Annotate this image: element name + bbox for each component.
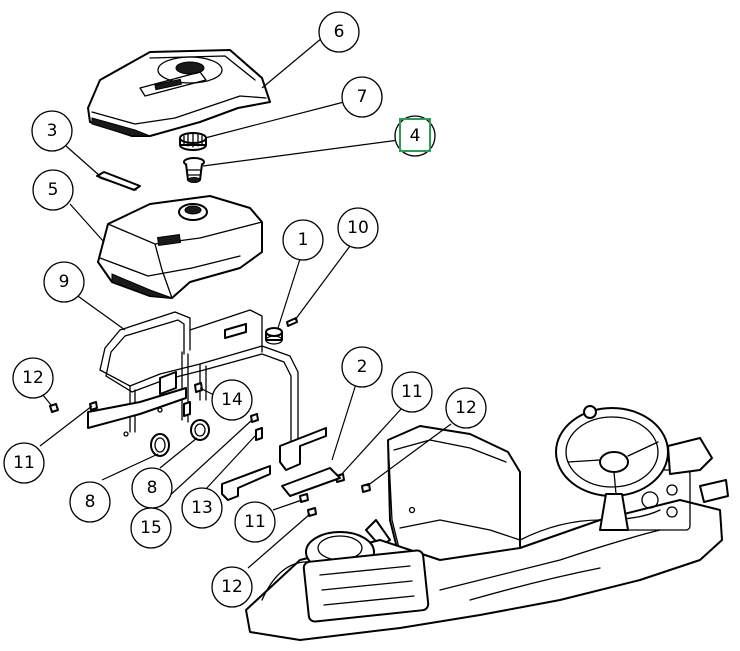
callout-8-left-label: 8 xyxy=(85,492,96,512)
callout-12-left: 12 xyxy=(12,357,54,399)
callout-11-bottom: 11 xyxy=(234,501,276,543)
callout-9-label: 9 xyxy=(59,272,70,292)
part-fuel-tank xyxy=(97,195,263,299)
callout-5-label: 5 xyxy=(48,180,59,200)
callout-8-right-label: 8 xyxy=(147,478,158,498)
part-o-ring-right xyxy=(190,419,210,441)
callout-2-label: 2 xyxy=(357,357,368,377)
callout-4-label: 4 xyxy=(410,126,421,146)
part-steering-wheel xyxy=(555,405,669,531)
callout-11-right-label: 11 xyxy=(401,382,423,402)
callout-13-label: 13 xyxy=(191,498,213,518)
callout-11-left-label: 11 xyxy=(13,453,35,473)
leader-lines xyxy=(39,37,452,569)
callout-15: 15 xyxy=(130,507,172,549)
part-tank-frame xyxy=(87,309,299,445)
part-grommet xyxy=(265,327,283,345)
part-fuel-cap xyxy=(179,132,207,151)
callout-8-right: 8 xyxy=(131,467,173,509)
part-fuel-tank-cover xyxy=(87,49,271,137)
callout-10: 10 xyxy=(337,207,379,249)
callout-9: 9 xyxy=(43,261,85,303)
callout-4-highlight-box xyxy=(399,118,431,152)
callout-11-bottom-label: 11 xyxy=(244,512,266,532)
callout-7: 7 xyxy=(341,76,383,118)
callout-15-label: 15 xyxy=(140,518,162,538)
callout-12-left-label: 12 xyxy=(22,368,44,388)
part-chassis-engine xyxy=(245,437,729,641)
callout-6-label: 6 xyxy=(334,22,345,42)
callout-7-label: 7 xyxy=(357,87,368,107)
callout-13: 13 xyxy=(181,487,223,529)
callout-1: 1 xyxy=(282,219,324,261)
callout-12-bottom-label: 12 xyxy=(221,577,243,597)
callout-5: 5 xyxy=(32,169,74,211)
callout-2: 2 xyxy=(341,346,383,388)
part-fuel-strainer xyxy=(183,157,205,183)
part-mounting-bracket xyxy=(221,427,341,501)
callout-10-label: 10 xyxy=(347,218,369,238)
part-pin xyxy=(286,317,298,327)
callout-6: 6 xyxy=(318,11,360,53)
callout-3-label: 3 xyxy=(47,121,58,141)
callout-1-label: 1 xyxy=(298,230,309,250)
callout-14: 14 xyxy=(211,379,253,421)
part-bracket-3 xyxy=(96,171,141,191)
part-o-ring-left xyxy=(150,433,170,457)
callout-12-right: 12 xyxy=(445,387,487,429)
callout-3: 3 xyxy=(31,110,73,152)
callout-4: 4 xyxy=(394,115,436,157)
callout-11-left: 11 xyxy=(3,442,45,484)
callout-14-label: 14 xyxy=(221,390,243,410)
callout-8-left: 8 xyxy=(69,481,111,523)
callout-12-bottom: 12 xyxy=(211,566,253,608)
callout-11-right: 11 xyxy=(391,371,433,413)
callout-12-right-label: 12 xyxy=(455,398,477,418)
